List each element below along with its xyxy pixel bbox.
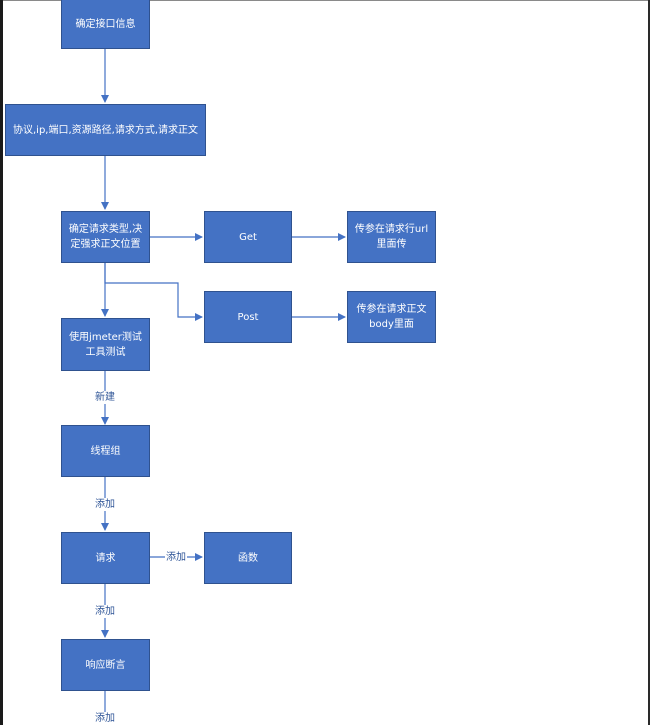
node-post-param-label: 传参在请求正文body里面 — [356, 304, 427, 330]
edge-label-add-threadgroup: 添加 — [94, 498, 116, 511]
node-post-label: Post — [237, 311, 259, 323]
node-post-param[interactable]: 传参在请求正文body里面 — [347, 291, 436, 343]
edge-label-add-request: 添加 — [94, 605, 116, 618]
node-jmeter[interactable]: 使用jmeter测试工具测试 — [61, 318, 150, 371]
node-function-label: 函数 — [238, 552, 258, 564]
node-assertion-label: 响应断言 — [85, 659, 126, 671]
node-get-param-label: 传参在请求行url里面传 — [354, 224, 429, 250]
edge-label-new: 新建 — [94, 391, 116, 404]
edge-label-add-assertion: 添加 — [94, 712, 116, 725]
node-request-type[interactable]: 确定请求类型,决定强求正文位置 — [61, 211, 150, 263]
node-request-label: 请求 — [95, 552, 116, 564]
window-top-border — [0, 0, 650, 1]
node-api-details[interactable]: 协议,ip,端口,资源路径,请求方式,请求正文 — [5, 104, 206, 156]
node-function[interactable]: 函数 — [204, 532, 292, 584]
node-request[interactable]: 请求 — [61, 532, 150, 584]
node-jmeter-label: 使用jmeter测试工具测试 — [69, 331, 142, 358]
window-left-border — [0, 0, 3, 725]
node-thread-group[interactable]: 线程组 — [61, 425, 150, 477]
edge-label-add-function: 添加 — [165, 551, 187, 564]
node-assertion[interactable]: 响应断言 — [61, 639, 150, 691]
node-confirm-api-label: 确定接口信息 — [75, 18, 136, 30]
node-post[interactable]: Post — [204, 291, 292, 343]
node-get[interactable]: Get — [204, 211, 292, 263]
node-confirm-api[interactable]: 确定接口信息 — [61, 0, 150, 49]
node-request-type-label: 确定请求类型,决定强求正文位置 — [68, 224, 143, 250]
node-get-param[interactable]: 传参在请求行url里面传 — [347, 211, 436, 263]
node-thread-group-label: 线程组 — [90, 445, 121, 457]
edge-type-to-post — [104, 263, 203, 321]
window-right-border — [648, 0, 650, 725]
node-api-details-label: 协议,ip,端口,资源路径,请求方式,请求正文 — [12, 124, 199, 136]
node-get-label: Get — [239, 231, 257, 243]
